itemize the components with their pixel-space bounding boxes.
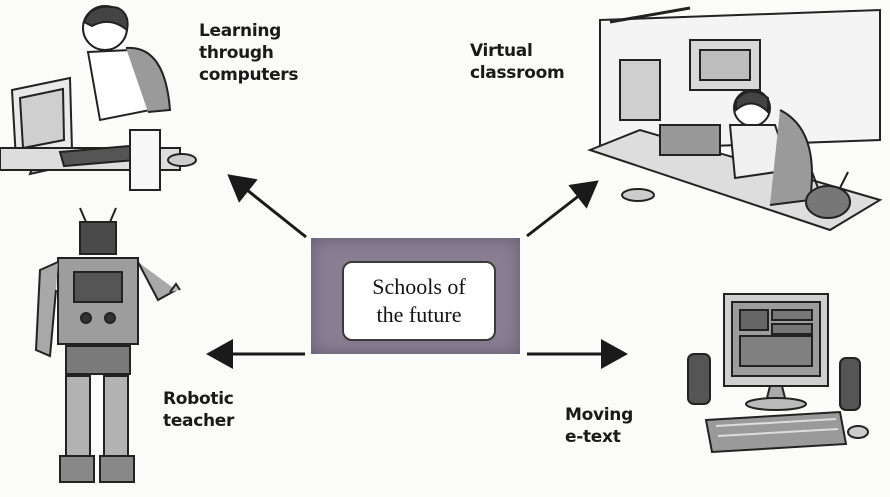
label-line: Robotic <box>163 389 234 409</box>
robot-illustration <box>34 207 181 483</box>
label-learning-through-computers: Learning through computers <box>199 20 299 86</box>
label-line: Moving <box>565 405 633 425</box>
arrow-to-learning <box>227 174 307 239</box>
label-line: classroom <box>470 63 565 83</box>
center-node-label: Schools of the future <box>342 261 496 341</box>
e-text-computer-illustration <box>687 293 869 454</box>
label-line: e-text <box>565 427 621 447</box>
virtual-classroom-illustration <box>587 6 883 232</box>
label-line: teacher <box>163 411 235 431</box>
center-line-1: Schools of <box>372 274 466 299</box>
label-line: Virtual <box>470 41 533 61</box>
label-virtual-classroom: Virtual classroom <box>470 40 565 84</box>
label-moving-e-text: Moving e-text <box>565 404 633 448</box>
label-line: Learning <box>199 21 282 41</box>
label-line: through <box>199 43 274 63</box>
student-computer-illustration <box>0 5 197 191</box>
center-line-2: the future <box>376 302 462 327</box>
label-robotic-teacher: Robotic teacher <box>163 388 234 432</box>
arrow-to-virtual <box>526 180 599 238</box>
label-line: computers <box>199 65 299 85</box>
